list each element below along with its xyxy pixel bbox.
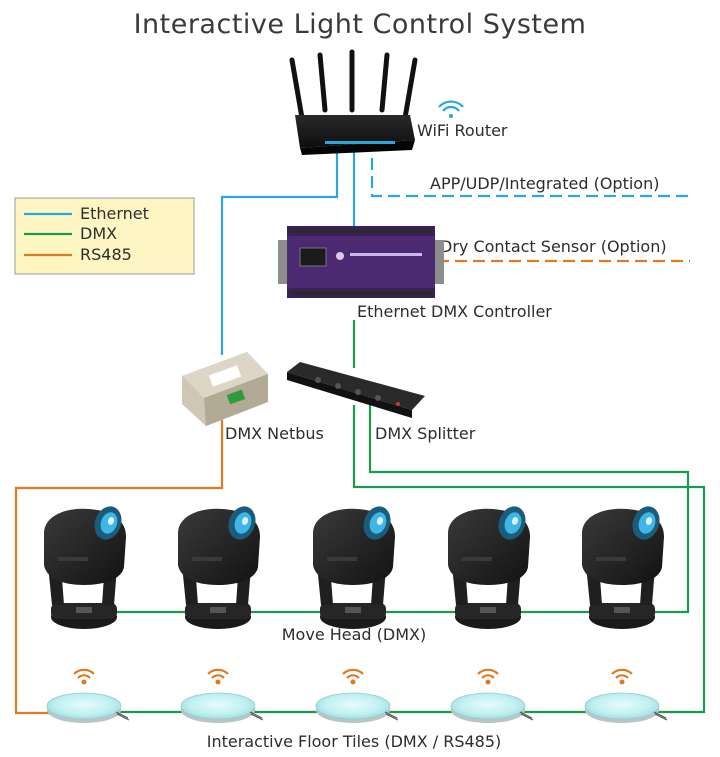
tile-wifi-icon [72, 668, 96, 686]
move-head [44, 502, 127, 629]
page-title: Interactive Light Control System [134, 9, 587, 40]
legend-dmx-label: DMX [80, 224, 117, 243]
move-head-label: Move Head (DMX) [282, 625, 426, 644]
move-head [448, 502, 531, 629]
floor-tile [46, 692, 130, 724]
dmx-splitter [287, 362, 425, 418]
tile-wifi-icon [476, 668, 500, 686]
floor-tile [584, 692, 668, 724]
legend-rs485-label: RS485 [80, 245, 132, 264]
floor-tile [180, 692, 264, 724]
app-option-label: APP/UDP/Integrated (Option) [430, 174, 659, 193]
move-head [313, 502, 396, 629]
legend: Ethernet DMX RS485 [14, 197, 195, 275]
legend-ethernet-label: Ethernet [80, 204, 149, 223]
rs485-cable-floor-tiles [14, 420, 224, 715]
move-head [178, 502, 261, 629]
controller-label: Ethernet DMX Controller [357, 302, 552, 321]
router-label: WiFi Router [417, 121, 508, 140]
floor-tile [450, 692, 534, 724]
legend-box [14, 197, 195, 275]
move-head-group [44, 502, 665, 629]
dmx-netbus [182, 352, 268, 426]
tile-wifi-icon [610, 668, 634, 686]
tile-wifi-icon [206, 668, 230, 686]
floor-tiles-label: Interactive Floor Tiles (DMX / RS485) [207, 732, 502, 751]
wifi-router [289, 49, 418, 155]
splitter-label: DMX Splitter [375, 424, 476, 443]
app-option-cable [370, 158, 690, 198]
ethernet-cable-netbus [220, 152, 339, 355]
wifi-icon [438, 100, 464, 118]
ethernet-dmx-controller [278, 226, 444, 298]
move-head [582, 502, 665, 629]
tile-wifi-icon [341, 668, 365, 686]
netbus-label: DMX Netbus [225, 424, 324, 443]
dry-contact-label: Dry Contact Sensor (Option) [440, 237, 667, 256]
floor-tile [315, 692, 399, 724]
floor-tile-group [46, 692, 668, 724]
